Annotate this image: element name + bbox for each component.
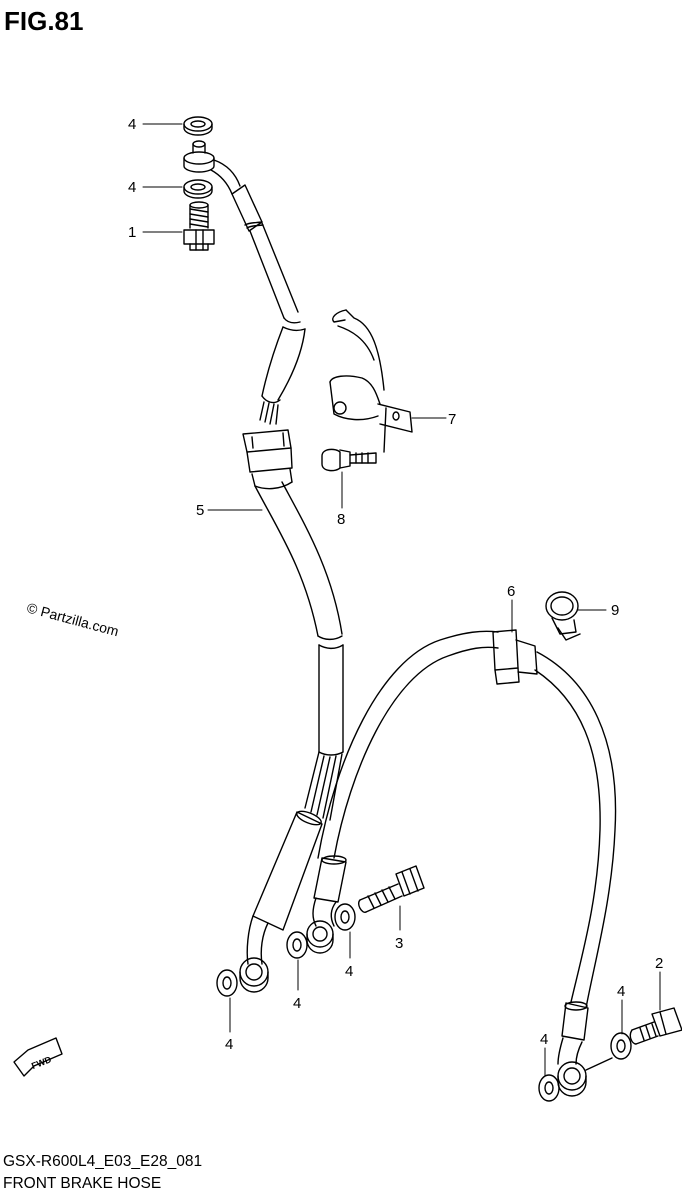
callout-2: 2 [655,955,663,972]
clamp-9 [545,591,581,641]
callout-3: 3 [395,935,403,952]
callout-labels: 4 4 1 7 8 5 6 9 3 4 4 4 2 4 4 [128,116,663,1053]
union-bolt-3 [357,865,425,913]
callout-9: 9 [611,602,619,619]
callout-4: 4 [540,1031,548,1048]
callout-4: 4 [128,116,136,133]
lower-hose [306,629,617,1097]
callout-5: 5 [196,502,204,519]
fwd-arrow-icon: FWD [13,1037,63,1077]
screw-8 [321,448,377,472]
callout-4: 4 [617,983,625,1000]
callout-4: 4 [293,995,301,1012]
callout-4: 4 [128,179,136,196]
union-bolt-2 [629,1007,682,1045]
figure-name: FRONT BRAKE HOSE [3,1175,162,1192]
union-bolt-1 [183,201,215,251]
callout-7: 7 [448,411,456,428]
figure-code: GSX-R600L4_E03_E28_081 [3,1153,203,1170]
leader-lines [142,123,661,1077]
callout-4: 4 [345,963,353,980]
figure-title: FIG.81 [4,6,84,36]
callout-1: 1 [128,224,136,241]
upper-hose [183,140,344,993]
callout-4: 4 [225,1036,233,1053]
callout-8: 8 [337,511,345,528]
washers [183,116,632,1102]
callout-6: 6 [507,583,515,600]
watermark-text: © Partzilla.com [25,599,120,639]
bracket-7 [329,309,413,453]
